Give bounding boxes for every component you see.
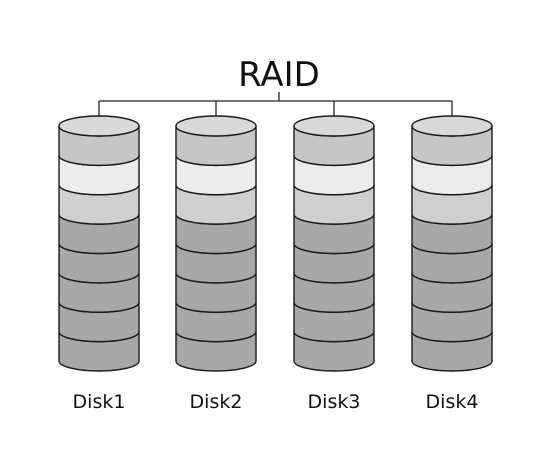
- disk-cylinder: [175, 115, 257, 372]
- disk-labels: Disk1 Disk2 Disk3 Disk4: [73, 391, 479, 413]
- diagram-title: RAID: [238, 55, 320, 95]
- disk-cylinder: [411, 115, 493, 372]
- disk-cylinder: [293, 115, 375, 372]
- disk-label: Disk1: [73, 391, 126, 413]
- disk-group: [58, 115, 493, 372]
- disk-top-face: [293, 115, 375, 137]
- disk-top-face: [58, 115, 140, 137]
- disk-top-face: [175, 115, 257, 137]
- disk-label: Disk3: [308, 391, 361, 413]
- disk-label: Disk4: [426, 391, 479, 413]
- disk-cylinder: [58, 115, 140, 372]
- connector-lines: [98, 92, 453, 126]
- disk-label: Disk2: [190, 391, 243, 413]
- disk-top-face: [411, 115, 493, 137]
